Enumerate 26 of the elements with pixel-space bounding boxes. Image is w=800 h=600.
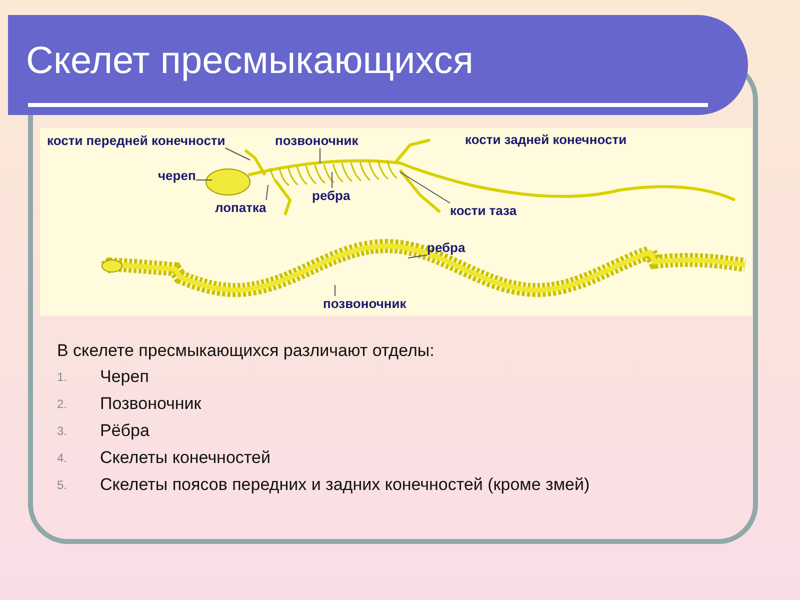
list-item: Позвоночник: [100, 393, 202, 415]
part-label: ребра: [427, 240, 466, 255]
part-label: кости таза: [450, 203, 517, 218]
part-label: череп: [158, 168, 196, 183]
part-label: кости передней конечности: [47, 133, 226, 148]
list-item: Скелеты конечностей: [100, 447, 272, 469]
list-item: Рёбра: [100, 420, 150, 442]
slide-title: Скелет пресмыкающихся: [26, 40, 474, 83]
leader-line: [266, 184, 268, 200]
leader-line: [224, 148, 250, 160]
leader-line: [408, 254, 428, 258]
list-item: Череп: [100, 366, 150, 388]
part-label: позвоночник: [323, 296, 406, 311]
part-label: позвоночник: [275, 133, 358, 148]
part-label: ребра: [312, 188, 350, 203]
list-number: 4.: [57, 450, 68, 467]
intro-text: В скелете пресмыкающихся различают отделы:: [57, 340, 434, 362]
part-label: кости задней конечности: [465, 132, 627, 147]
leader-line: [334, 284, 336, 296]
list-number: 5.: [57, 477, 68, 494]
list-number: 3.: [57, 423, 68, 440]
list-item: Скелеты поясов передних и задних конечностей (кроме змей): [100, 474, 591, 496]
part-label: лопатка: [215, 200, 266, 215]
list-number: 2.: [57, 396, 68, 413]
leader-line: [400, 172, 450, 204]
list-number: 1.: [57, 369, 68, 386]
